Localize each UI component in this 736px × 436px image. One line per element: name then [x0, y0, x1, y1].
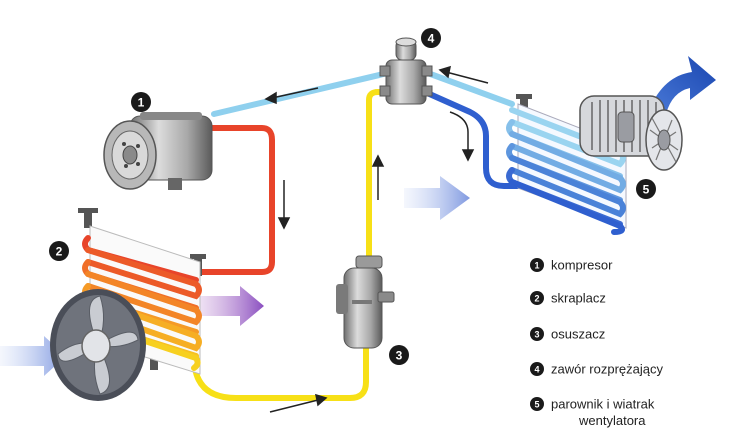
flow-arrow-top-right	[438, 65, 489, 84]
legend-label: kompresor	[551, 258, 613, 273]
pipe-valve-to-evaporator	[422, 89, 521, 189]
badge-number: 5	[643, 183, 650, 197]
badge-number: 3	[396, 349, 403, 363]
badge-expansion-valve: 4	[421, 28, 441, 48]
legend-item: 4 zawór rozprężający	[530, 362, 663, 377]
flow-arrow-top-left	[264, 87, 319, 105]
legend-item: 1 kompresor	[530, 258, 613, 273]
flow-arrow-bottom	[269, 393, 328, 413]
legend-item: 5 parownik i wiatrak wentylatora	[530, 397, 655, 428]
badge-evaporator: 5	[636, 179, 656, 199]
expansion-valve	[379, 37, 433, 105]
legend-number: 1	[534, 261, 539, 271]
air-inflow-arrow-evaporator	[404, 176, 470, 220]
compressor	[103, 112, 213, 190]
badge-drier: 3	[389, 345, 409, 365]
receiver-drier	[336, 255, 395, 349]
badge-compressor: 1	[131, 92, 151, 112]
hot-air-outflow-arrow	[200, 286, 264, 326]
flow-arrow-drier-up	[371, 154, 385, 200]
flow-arrow-evaporator-down	[449, 111, 475, 162]
legend-number: 3	[534, 330, 539, 340]
condenser	[78, 208, 206, 375]
legend-label: skraplacz	[551, 291, 606, 306]
legend-number: 5	[534, 400, 539, 410]
legend-number: 2	[534, 294, 539, 304]
legend: 1 kompresor 2 skraplacz 3 osuszacz 4 zaw…	[530, 258, 663, 428]
blower-fan	[579, 95, 683, 171]
pipe-evaporator-to-valve	[422, 69, 515, 107]
badge-number: 4	[428, 32, 435, 46]
pipe-condenser-to-drier	[192, 337, 369, 401]
condenser-coils	[82, 235, 202, 371]
pipe-drier-to-valve	[366, 89, 395, 265]
condenser-bracket-left	[78, 208, 158, 370]
air-inflow-arrow-left	[0, 336, 66, 376]
legend-number: 4	[534, 365, 539, 375]
badge-number: 1	[138, 96, 145, 110]
legend-label: parownik i wiatrak	[551, 397, 655, 412]
pipe-compressor-to-condenser	[197, 125, 275, 275]
cold-air-outflow-arrow	[650, 56, 716, 114]
pipe-valve-to-compressor	[211, 69, 395, 117]
legend-label: zawór rozprężający	[551, 362, 663, 377]
badge-condenser: 2	[49, 241, 69, 261]
legend-item: 3 osuszacz	[530, 327, 605, 342]
badge-number: 2	[56, 245, 63, 259]
legend-item: 2 skraplacz	[530, 291, 606, 306]
legend-label: osuszacz	[551, 327, 605, 342]
condenser-fan	[50, 289, 146, 401]
flow-arrow-compressor-down	[277, 180, 291, 230]
legend-label-line2: wentylatora	[578, 413, 646, 428]
